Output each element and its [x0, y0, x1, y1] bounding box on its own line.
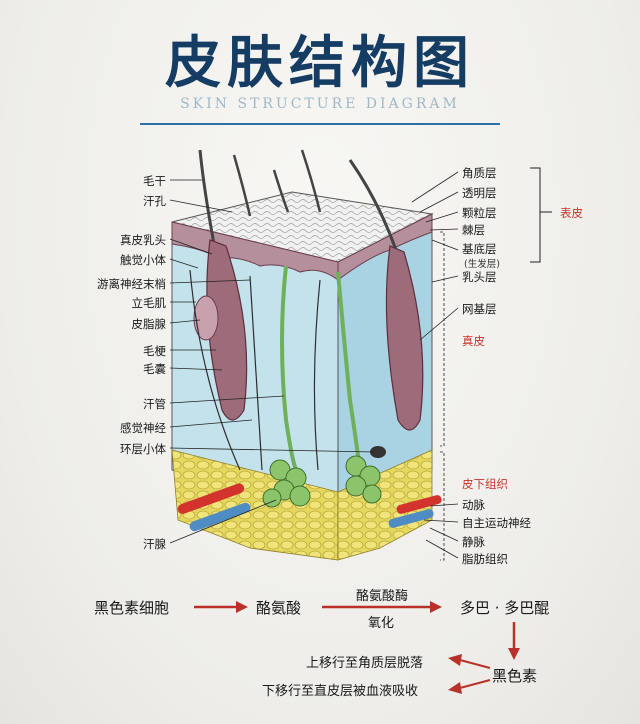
label-autonomic-nerve: 自主运动神经	[462, 516, 531, 530]
vein-left	[189, 502, 251, 532]
label-sebaceous-gland: 皮脂腺	[131, 317, 167, 331]
label-papillary-layer: 乳头层	[462, 270, 497, 284]
label-sweat-gland: 汗腺	[143, 537, 166, 551]
sweat-gland-left	[262, 459, 311, 508]
fat-layer-right	[337, 449, 433, 561]
flow-melanocyte: 黑色素细胞	[94, 599, 170, 617]
epidermis-bracket	[530, 167, 541, 263]
flow-dopa: 多巴 · 多巴醌	[460, 599, 550, 617]
vein-right	[388, 509, 434, 528]
flow-downward: 下移行至直皮层被血液吸收	[262, 684, 419, 699]
flow-melanin: 黑色素	[492, 667, 538, 685]
sebaceous-gland	[193, 295, 219, 341]
hair-follicle-right	[385, 245, 424, 431]
sweat-duct-1	[280, 265, 298, 471]
hair-shaft-1	[198, 149, 216, 245]
subcutis-bracket	[440, 451, 445, 561]
artery-left	[177, 483, 245, 514]
hair-shaft-3	[272, 169, 290, 213]
label-hair-root: 毛梗	[143, 344, 166, 358]
sweat-gland-right	[345, 455, 382, 504]
label-hair-follicle: 毛囊	[143, 362, 166, 376]
hair-shaft-5	[348, 159, 398, 251]
nerve-fiber-1	[189, 269, 241, 471]
label-stratum-spinosum: 棘层	[462, 223, 485, 237]
label-epidermis: 表皮	[560, 206, 583, 220]
hair-shaft-4	[300, 149, 322, 213]
flow-tyrosinase: 酪氨酸酶	[356, 589, 409, 604]
label-sensory-nerve: 感觉神经	[120, 421, 166, 435]
label-tactile-corpuscle: 触觉小体	[120, 253, 166, 267]
nerve-fiber-2	[249, 275, 263, 471]
label-dermal-papilla: 真皮乳头	[120, 233, 166, 247]
flow-oxidation: 氧化	[368, 616, 395, 631]
label-stratum-lucidum: 透明层	[462, 186, 497, 200]
label-stratum-granulosum: 颗粒层	[462, 206, 497, 220]
artery-right	[396, 495, 442, 514]
dermis-bracket	[440, 231, 445, 447]
label-arrector-pili: 立毛肌	[131, 296, 167, 310]
page-title: 皮肤结构图	[165, 31, 475, 96]
label-reticular-layer: 网基层	[462, 302, 497, 316]
flow-arrows	[194, 601, 520, 694]
label-artery: 动脉	[462, 498, 485, 512]
flow-upward: 上移行至角质层脱落	[306, 656, 424, 671]
label-subcutaneous-tissue: 皮下组织	[462, 477, 508, 491]
fat-layer-left	[171, 449, 339, 561]
label-hair-shaft: 毛干	[143, 174, 166, 188]
label-stratum-corneum: 角质层	[462, 166, 497, 180]
label-sweat-duct: 汗管	[143, 397, 166, 411]
label-sweat-pore: 汗孔	[143, 194, 166, 208]
label-dermis: 真皮	[462, 334, 485, 348]
label-free-nerve-endings: 游离神经末梢	[97, 277, 166, 291]
label-vein: 静脉	[462, 535, 485, 549]
page-subtitle: SKIN STRUCTURE DIAGRAM	[180, 96, 460, 112]
flow-tyrosine: 酪氨酸	[256, 599, 302, 617]
subtitle-underline	[140, 123, 500, 125]
label-stratum-basale: 基底层	[462, 242, 497, 256]
sweat-duct-2	[336, 271, 362, 471]
hair-shaft-2	[232, 154, 252, 217]
label-germinative-layer: (生发层)	[464, 259, 500, 270]
pacinian-corpuscle	[370, 446, 386, 458]
label-adipose-tissue: 脂肪组织	[462, 552, 508, 566]
label-pacinian-corpuscle: 环层小体	[120, 442, 166, 456]
left-leader-lines	[169, 179, 375, 544]
nerve-fiber-3	[313, 279, 321, 471]
